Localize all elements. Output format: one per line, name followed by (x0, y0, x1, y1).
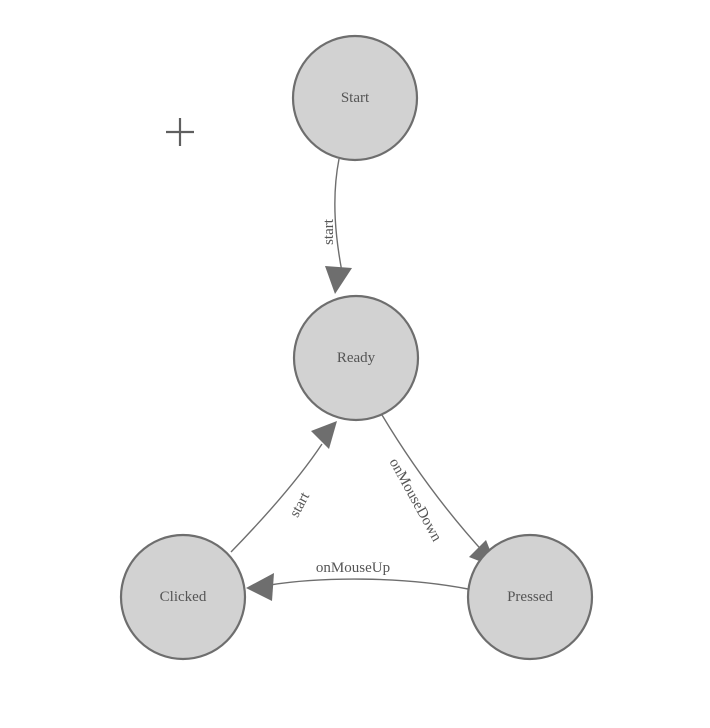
node-ready[interactable]: Ready (292, 294, 420, 422)
node-ready-label: Ready (337, 350, 376, 366)
edge-ready-to-pressed-path[interactable] (381, 414, 488, 557)
node-clicked-circle[interactable] (119, 533, 247, 661)
node-start[interactable]: Start (291, 34, 419, 162)
edge-ready-to-pressed[interactable]: onMouseDown (381, 414, 497, 568)
edge-start-to-ready-path[interactable] (334, 158, 343, 273)
edge-pressed-to-clicked[interactable]: onMouseUp (246, 560, 469, 601)
node-start-circle[interactable] (291, 34, 419, 162)
edge-clicked-to-ready-label: start (287, 489, 314, 520)
edge-clicked-to-ready-arrowhead (311, 421, 337, 449)
node-pressed-circle[interactable] (466, 533, 594, 661)
edge-clicked-to-ready-path[interactable] (230, 443, 323, 553)
edge-pressed-to-clicked-label: onMouseUp (316, 560, 390, 576)
node-clicked[interactable]: Clicked (119, 533, 247, 661)
edge-start-to-ready-label: start (321, 218, 337, 245)
node-clicked-label: Clicked (160, 589, 207, 605)
node-pressed-label: Pressed (507, 589, 553, 605)
edge-pressed-to-clicked-arrowhead (246, 573, 274, 601)
edge-start-to-ready-arrowhead (325, 266, 352, 294)
edge-start-to-ready[interactable]: start (321, 158, 352, 294)
edge-ready-to-pressed-label: onMouseDown (386, 456, 445, 545)
edge-clicked-to-ready[interactable]: start (230, 421, 337, 553)
plus-marker-icon (166, 118, 194, 146)
node-ready-circle[interactable] (292, 294, 420, 422)
node-start-label: Start (341, 90, 370, 106)
node-pressed[interactable]: Pressed (466, 533, 594, 661)
edge-pressed-to-clicked-path[interactable] (269, 578, 469, 590)
